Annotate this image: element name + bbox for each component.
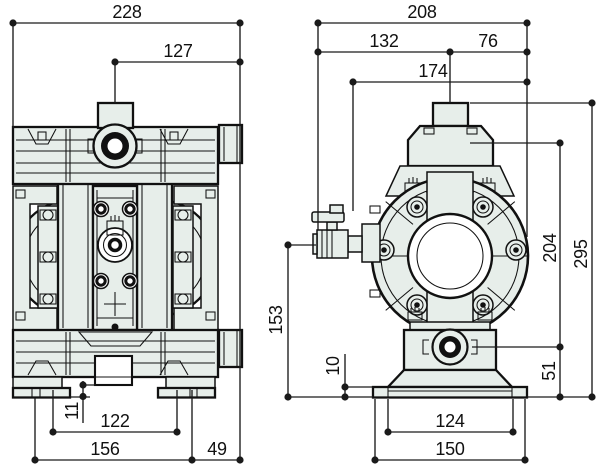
dim-label-front-overall-width: 228 bbox=[112, 2, 142, 22]
front-discharge-port bbox=[87, 123, 143, 169]
dim-label-side-left-to-port: 132 bbox=[369, 31, 399, 51]
dim-label-front-foot-to-flange: 49 bbox=[207, 439, 227, 459]
front-view-dimensions bbox=[9, 19, 244, 464]
front-top-manifold bbox=[11, 101, 220, 186]
side-center-bore bbox=[406, 212, 494, 300]
side-base-plate bbox=[371, 385, 529, 399]
dim-label-side-valve-height: 153 bbox=[266, 305, 286, 335]
side-view-dimensions bbox=[284, 19, 596, 464]
dim-label-front-foot-span: 156 bbox=[90, 439, 120, 459]
front-columns bbox=[56, 176, 174, 334]
front-center-body bbox=[91, 184, 139, 332]
dim-label-side-lower-port-height: 51 bbox=[539, 361, 559, 381]
side-lower-port bbox=[422, 328, 478, 366]
air-inlet-boss bbox=[97, 227, 133, 263]
side-head bbox=[406, 124, 495, 168]
dim-label-side-foot-thickness: 10 bbox=[323, 356, 343, 376]
side-chamber bbox=[370, 171, 530, 339]
clamp-bolts bbox=[39, 209, 192, 305]
side-pedestal bbox=[385, 368, 515, 389]
side-air-valve bbox=[311, 204, 381, 298]
front-outlet-flange-top bbox=[217, 123, 244, 165]
front-view-pump bbox=[11, 101, 244, 399]
dim-label-side-port-to-port: 204 bbox=[540, 233, 560, 263]
front-feet bbox=[11, 376, 217, 399]
dim-label-front-foot-pitch: 122 bbox=[100, 411, 130, 431]
valve-lever bbox=[311, 211, 345, 223]
front-outlet-flange-bottom bbox=[217, 328, 244, 369]
dim-label-side-base-slot-pitch: 124 bbox=[435, 411, 465, 431]
dim-label-side-port-to-right: 76 bbox=[478, 31, 498, 51]
dim-label-front-port-clearance: 11 bbox=[62, 401, 82, 421]
side-lower-body bbox=[371, 307, 529, 399]
side-view-pump bbox=[311, 101, 530, 399]
center-bolts bbox=[92, 200, 139, 290]
side-top-stub bbox=[431, 101, 470, 128]
dim-label-front-outlet-offset: 127 bbox=[163, 41, 193, 61]
front-suction-stub bbox=[93, 354, 134, 387]
dim-label-side-base-width: 150 bbox=[435, 439, 465, 459]
dim-label-side-valve-to-right: 174 bbox=[418, 61, 448, 81]
dim-label-side-overall-height: 295 bbox=[571, 239, 591, 269]
dim-label-side-overall-depth: 208 bbox=[407, 2, 437, 22]
